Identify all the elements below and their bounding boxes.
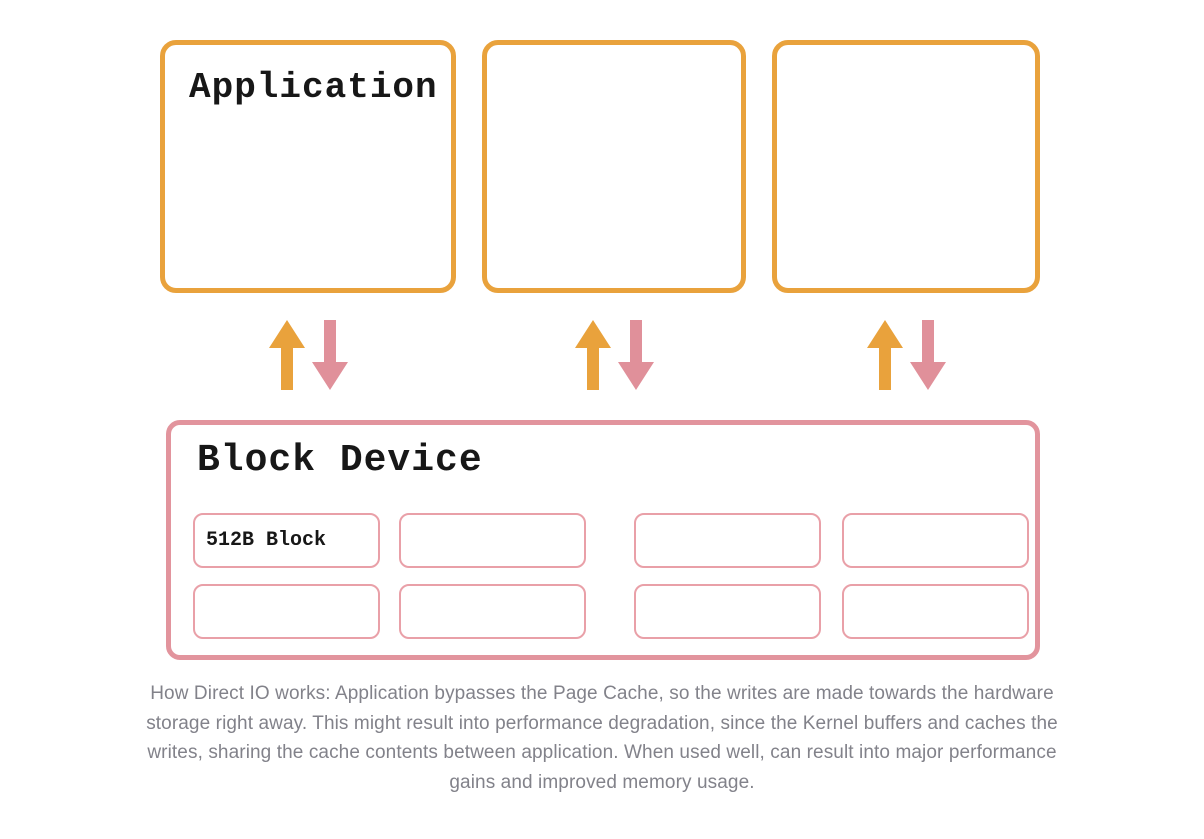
arrow-pair-3 [772,320,1040,390]
block-cell [842,513,1029,568]
caption-line: gains and improved memory usage. [449,771,755,793]
caption: How Direct IO works: Application bypasse… [0,679,1204,797]
block-cell-512b: 512B Block [193,513,380,568]
up-arrow-icon [866,320,903,395]
block-cell [842,584,1029,639]
top-boxes-row: Application [160,40,1040,293]
caption-line: writes, sharing the cache contents betwe… [147,742,1057,763]
up-arrow-icon [574,320,611,395]
block-cell [399,513,586,568]
down-arrow-icon [311,320,348,395]
block-device-grid: 512B Block [193,513,1029,639]
application-box-label: Application [189,67,438,108]
block-device-title: Block Device [197,439,483,482]
empty-box-2 [482,40,746,293]
block-device-box: Block Device 512B Block [166,420,1040,660]
block-cell [634,584,821,639]
block-cell [399,584,586,639]
block-cell [193,584,380,639]
empty-box-3 [772,40,1040,293]
down-arrow-icon [617,320,654,395]
block-row-2 [193,584,1029,639]
block-cell-label: 512B Block [206,529,327,552]
arrow-pair-1 [160,320,456,390]
caption-line: storage right away. This might result in… [146,712,1058,734]
application-box: Application [160,40,456,293]
block-row-1: 512B Block [193,513,1029,568]
up-arrow-icon [268,320,305,395]
arrows-row [160,320,1040,390]
block-cell [634,513,821,568]
arrow-pair-2 [482,320,746,390]
caption-line: How Direct IO works: Application bypasse… [150,683,1054,704]
down-arrow-icon [909,320,946,395]
